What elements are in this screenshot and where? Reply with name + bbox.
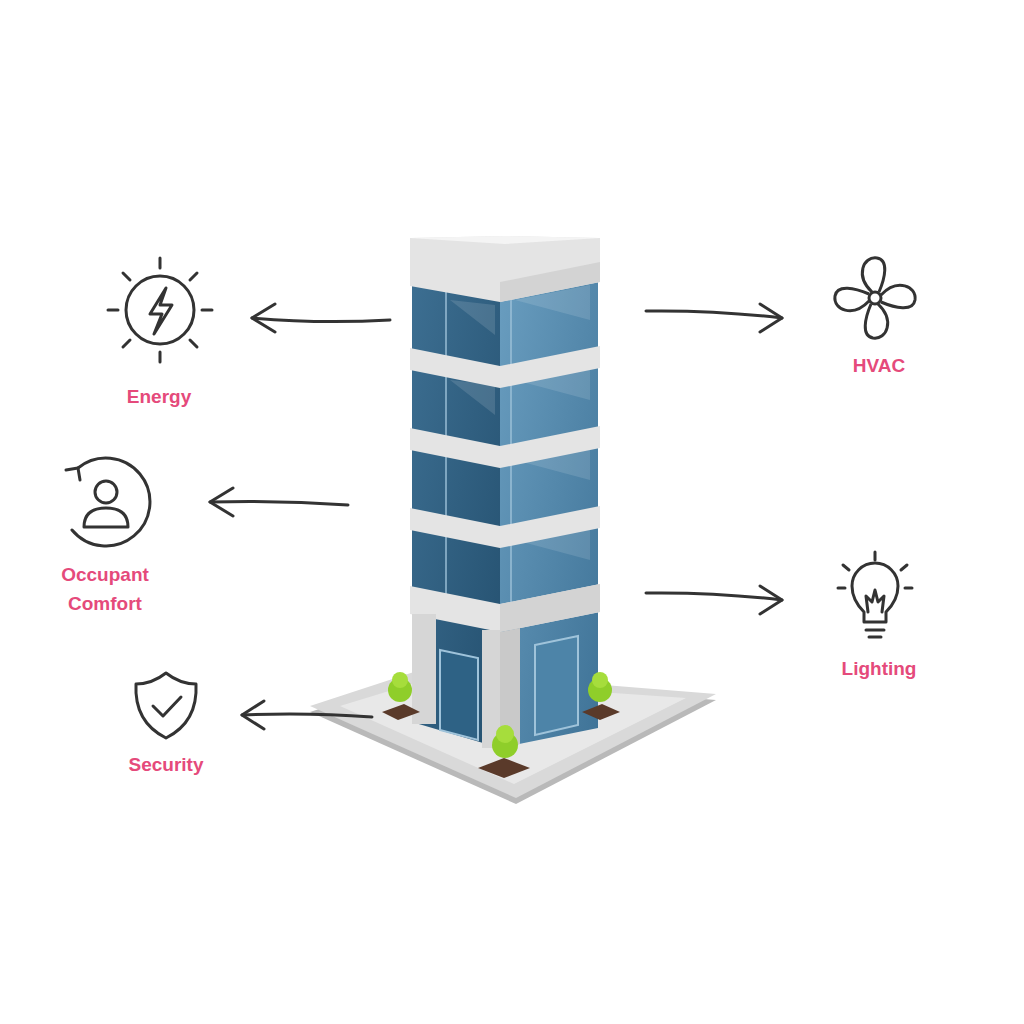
- arrows: [210, 304, 782, 729]
- energy-label: Energy: [79, 382, 239, 411]
- hvac-label: HVAC: [799, 351, 959, 380]
- security-label: Security: [86, 750, 246, 779]
- occupant-comfort-label: Occupant Comfort: [40, 560, 170, 618]
- lighting-label: Lighting: [799, 654, 959, 683]
- hvac-fan-icon: [835, 258, 915, 338]
- occupant-icon: [66, 458, 150, 546]
- energy-icon: [108, 258, 212, 362]
- trees: [382, 672, 620, 778]
- security-icon: [136, 673, 196, 738]
- tower: [410, 236, 600, 748]
- floor-slabs: [410, 236, 600, 632]
- lighting-icon: [838, 552, 912, 637]
